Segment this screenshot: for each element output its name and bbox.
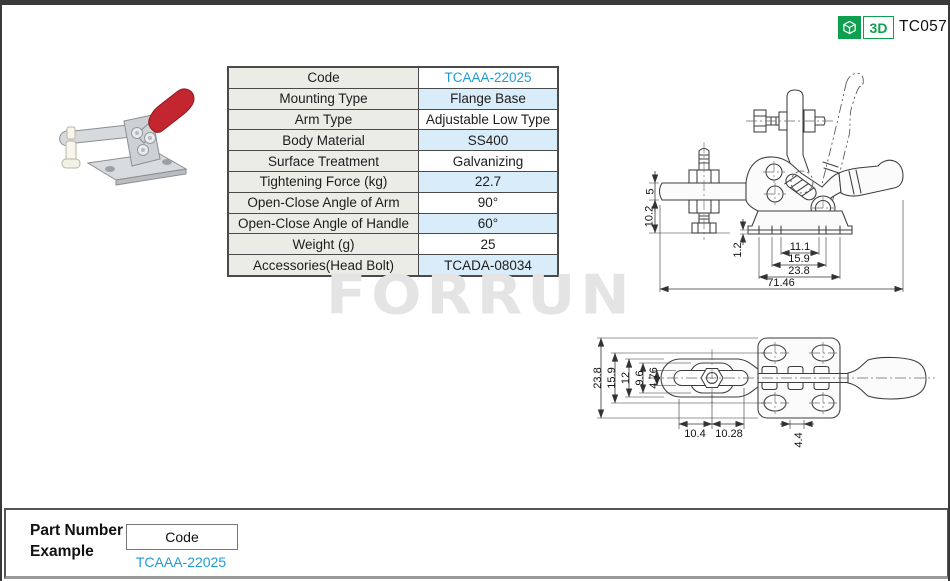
dim-15-9: 15.9 bbox=[788, 253, 809, 265]
dim-11-1: 11.1 bbox=[790, 241, 811, 253]
watermark: FORRUN bbox=[326, 263, 635, 327]
side-view-drawing: 5 10.2 1.2 11.1 15.9 23.8 71.46 bbox=[644, 72, 904, 293]
spec-label: Weight (g) bbox=[227, 233, 419, 256]
dim-10-28: 10.28 bbox=[715, 428, 743, 440]
cube-3d-icon bbox=[838, 16, 861, 39]
dim-23-8: 23.8 bbox=[788, 265, 809, 277]
spec-row: Accessories(Head Bolt)TCADA-08034 bbox=[227, 254, 559, 277]
spec-value: 25 bbox=[418, 233, 559, 256]
spec-value: 60° bbox=[418, 212, 559, 235]
dim-5: 5 bbox=[645, 188, 657, 194]
spec-label: Surface Treatment bbox=[227, 150, 419, 172]
part-number-section: Part Number Example Code TCAAA-22025 bbox=[4, 508, 948, 579]
spec-value: Galvanizing bbox=[418, 150, 559, 172]
spec-label: Tightening Force (kg) bbox=[227, 170, 419, 193]
dim-4-4: 4.4 bbox=[793, 432, 805, 447]
spec-label: Arm Type bbox=[227, 108, 419, 131]
spec-value: Flange Base bbox=[418, 87, 559, 110]
spec-value: Adjustable Low Type bbox=[418, 108, 559, 131]
spec-label: Open-Close Angle of Handle bbox=[227, 212, 419, 235]
spec-label: Accessories(Head Bolt) bbox=[227, 254, 419, 277]
dim-23-8-top: 23.8 bbox=[592, 367, 604, 388]
dim-10-2: 10.2 bbox=[644, 206, 656, 227]
dim-71-46: 71.46 bbox=[767, 277, 795, 289]
example-code: TCAAA-22025 bbox=[135, 554, 227, 570]
part-number-title: Part Number Example bbox=[30, 520, 123, 562]
spec-value: 22.7 bbox=[418, 170, 559, 193]
spec-row: Weight (g)25 bbox=[227, 233, 559, 256]
badge-3d-label: 3D bbox=[863, 16, 894, 39]
spec-value: SS400 bbox=[418, 129, 559, 152]
code-box: Code bbox=[126, 524, 238, 550]
dim-10-4: 10.4 bbox=[684, 428, 705, 440]
spec-value: TCAAA-22025 bbox=[418, 66, 559, 89]
dim-1-2: 1.2 bbox=[732, 242, 744, 257]
spec-value: TCADA-08034 bbox=[418, 254, 559, 277]
spec-label: Open-Close Angle of Arm bbox=[227, 191, 419, 214]
spec-label: Mounting Type bbox=[227, 87, 419, 110]
dim-12: 12 bbox=[620, 372, 632, 384]
part-number-title-line2: Example bbox=[30, 543, 94, 560]
dim-15-9-top: 15.9 bbox=[606, 367, 618, 388]
product-photo bbox=[59, 88, 195, 186]
model-code: TC057 bbox=[899, 18, 948, 35]
spec-label: Body Material bbox=[227, 129, 419, 152]
part-number-title-line1: Part Number bbox=[30, 522, 124, 539]
badge-3d[interactable]: 3D bbox=[838, 16, 894, 39]
spec-label: Code bbox=[227, 66, 419, 89]
spec-row: Tightening Force (kg)22.7 bbox=[227, 170, 559, 193]
top-view-drawing: 23.8 15.9 12 9.6 4.76 10.4 10.28 4.4 bbox=[592, 337, 935, 448]
dim-4-76: 4.76 bbox=[648, 367, 660, 388]
dim-9-6: 9.6 bbox=[634, 370, 646, 385]
spec-value: 90° bbox=[418, 191, 559, 214]
